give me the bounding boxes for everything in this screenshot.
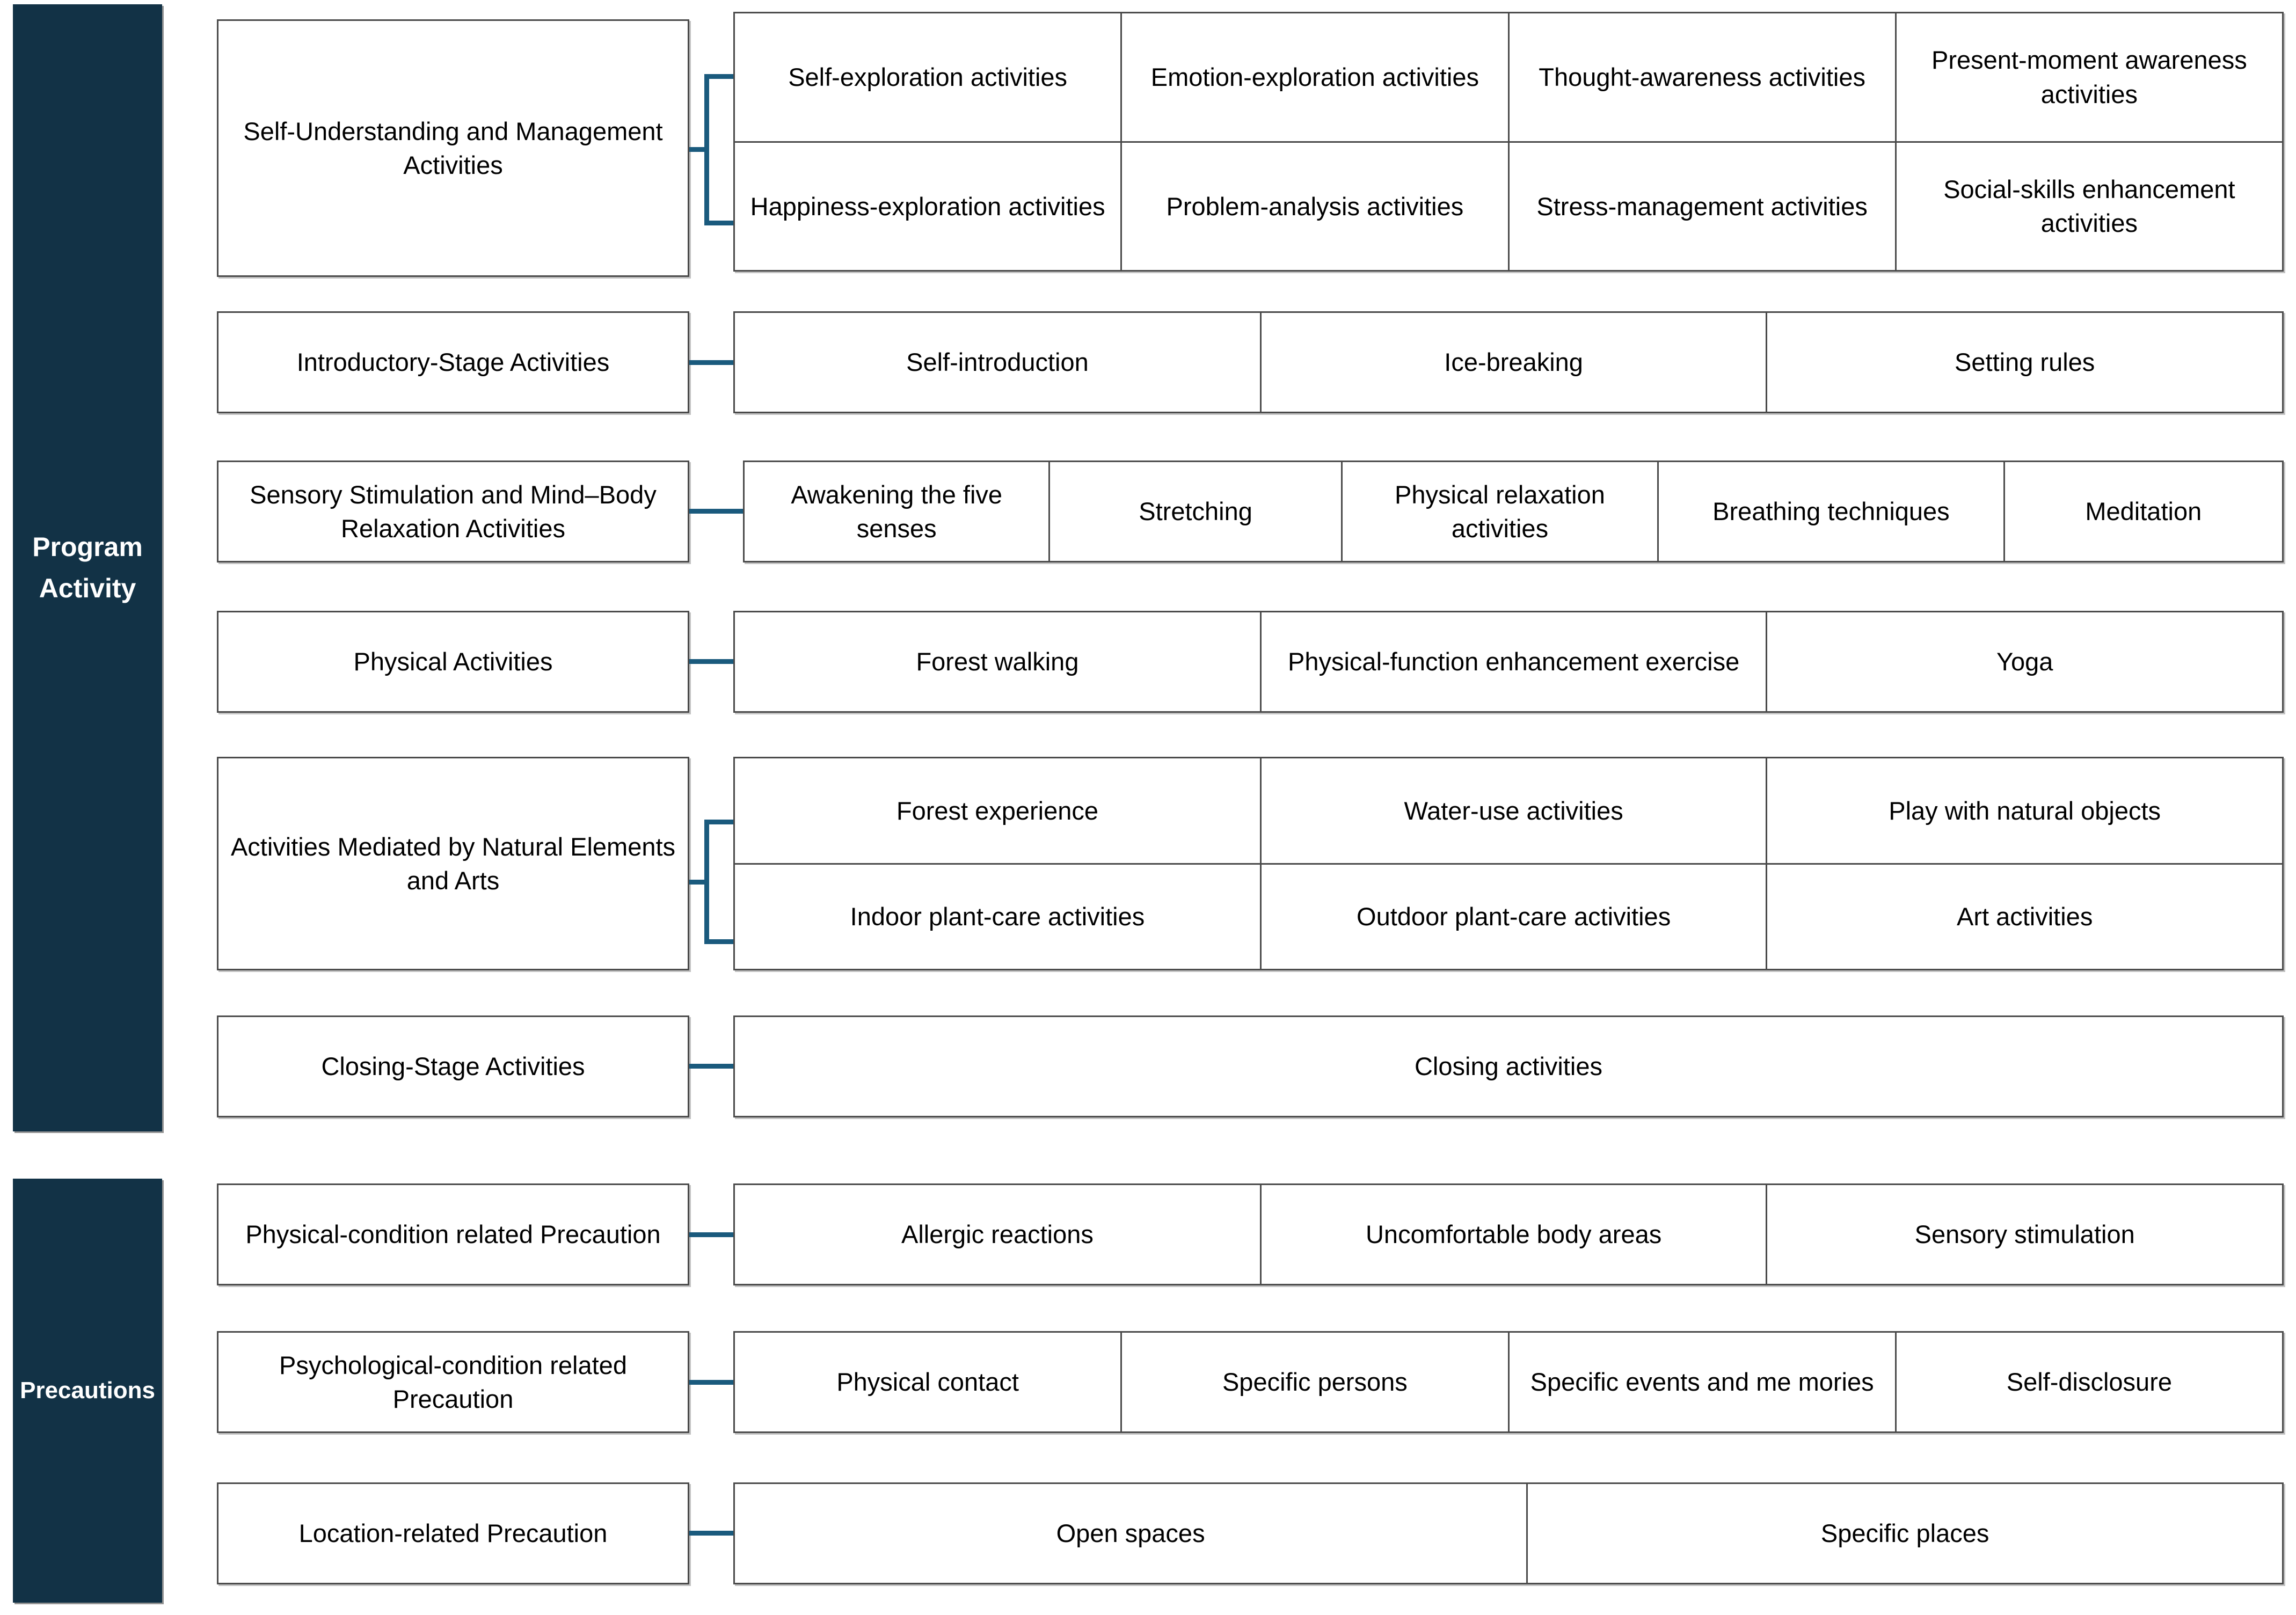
parent-box-introductory-stage[interactable]: Introductory-Stage Activities [217, 311, 689, 413]
children-grid-introductory-stage: Self-introduction Ice-breaking Setting r… [733, 311, 2284, 413]
parent-box-closing-stage[interactable]: Closing-Stage Activities [217, 1015, 689, 1117]
child-cell[interactable]: Social-skills enhancement activities [1894, 142, 2282, 270]
child-cell[interactable]: Specific persons [1120, 1333, 1507, 1431]
child-cell[interactable]: Allergic reactions [901, 1220, 1094, 1249]
child-cell[interactable]: Thought-awareness activities [1507, 13, 1895, 141]
connector-stem-self-understanding [689, 147, 708, 152]
children-grid-physical-activities: Forest walking Physical-function enhance… [733, 611, 2284, 713]
child-cell[interactable]: Self-disclosure [1894, 1333, 2282, 1431]
child-cell[interactable]: Forest experience [896, 796, 1099, 825]
child-cell[interactable]: Closing activities [1414, 1052, 1603, 1081]
child-cell[interactable]: Happiness-exploration activities [750, 192, 1105, 221]
child-cell[interactable]: Forest walking [916, 647, 1079, 676]
child-cell[interactable]: Stress-management activities [1507, 142, 1895, 270]
children-grid-psychological-condition-precaution: Physical contact Specific persons Specif… [733, 1331, 2284, 1433]
child-cell[interactable]: Outdoor plant-care activities [1259, 864, 1766, 969]
parent-box-natural-elements-arts[interactable]: Activities Mediated by Natural Elements … [217, 757, 689, 970]
children-grid-location-precaution: Open spaces Specific places [733, 1482, 2284, 1584]
child-cell[interactable]: Problem-analysis activities [1120, 142, 1507, 270]
parent-box-location-precaution[interactable]: Location-related Precaution [217, 1482, 689, 1584]
child-cell[interactable]: Meditation [2003, 462, 2282, 561]
children-grid-closing-stage: Closing activities [733, 1015, 2284, 1117]
children-grid-self-understanding: Self-exploration activities Emotion-expl… [733, 12, 2284, 272]
child-cell[interactable]: Yoga [1766, 612, 2282, 711]
child-cell[interactable]: Water-use activities [1259, 758, 1766, 863]
connector-stem-natural-elements-arts [689, 880, 708, 885]
parent-label: Activities Mediated by Natural Elements … [230, 832, 676, 895]
section-label-line2: Activity [39, 573, 136, 603]
child-cell[interactable]: Self-exploration activities [788, 63, 1068, 92]
child-cell[interactable]: Self-introduction [906, 348, 1089, 377]
child-cell[interactable]: Open spaces [1056, 1519, 1205, 1548]
child-cell[interactable]: Awakening the five senses [791, 480, 1003, 543]
parent-box-physical-condition-precaution[interactable]: Physical-condition related Precaution [217, 1183, 689, 1285]
connector-location-precaution [689, 1531, 733, 1536]
child-cell[interactable]: Specific events and me mories [1507, 1333, 1895, 1431]
children-grid-natural-elements-arts: Forest experience Water-use activities P… [733, 757, 2284, 970]
children-grid-sensory-stimulation: Awakening the five senses Stretching Phy… [743, 461, 2284, 562]
child-cell[interactable]: Play with natural objects [1766, 758, 2282, 863]
child-cell[interactable]: Emotion-exploration activities [1120, 13, 1507, 141]
child-cell[interactable]: Art activities [1766, 864, 2282, 969]
parent-box-physical-activities[interactable]: Physical Activities [217, 611, 689, 713]
parent-label: Physical Activities [353, 647, 553, 676]
parent-box-sensory-stimulation[interactable]: Sensory Stimulation and Mind–Body Relaxa… [217, 461, 689, 562]
connector-introductory-stage [689, 360, 733, 365]
connector-bracket-self-understanding [704, 74, 738, 225]
child-cell[interactable]: Physical contact [836, 1368, 1019, 1397]
section-rail-program-activity: Program Activity [13, 4, 162, 1131]
child-cell[interactable]: Specific places [1526, 1484, 2282, 1583]
child-cell[interactable]: Stretching [1048, 462, 1340, 561]
connector-psychological-condition-precaution [689, 1380, 733, 1385]
connector-bracket-natural-elements-arts [704, 820, 738, 944]
section-rail-precautions: Precautions [13, 1179, 162, 1603]
child-cell[interactable]: Ice-breaking [1259, 313, 1766, 412]
section-label-line1: Program [32, 531, 143, 562]
parent-label: Location-related Precaution [298, 1519, 608, 1548]
parent-label: Self-Understanding and Management Activi… [243, 116, 663, 179]
parent-box-psychological-condition-precaution[interactable]: Psychological-condition related Precauti… [217, 1331, 689, 1433]
children-grid-physical-condition-precaution: Allergic reactions Uncomfortable body ar… [733, 1183, 2284, 1285]
connector-sensory-stimulation [689, 509, 743, 514]
section-label-line1: Precautions [20, 1377, 155, 1404]
parent-label: Introductory-Stage Activities [296, 348, 610, 377]
child-cell[interactable]: Setting rules [1766, 313, 2282, 412]
parent-label: Closing-Stage Activities [321, 1052, 585, 1081]
parent-label: Psychological-condition related Precauti… [279, 1350, 627, 1413]
connector-closing-stage [689, 1064, 733, 1069]
child-cell[interactable]: Physical-function enhancement exercise [1259, 612, 1766, 711]
parent-label: Sensory Stimulation and Mind–Body Relaxa… [250, 480, 657, 543]
child-cell[interactable]: Breathing techniques [1657, 462, 2003, 561]
connector-physical-activities [689, 659, 733, 664]
parent-box-self-understanding[interactable]: Self-Understanding and Management Activi… [217, 19, 689, 277]
child-cell[interactable]: Uncomfortable body areas [1259, 1185, 1766, 1284]
child-cell[interactable]: Physical relaxation activities [1340, 462, 1657, 561]
child-cell[interactable]: Present-moment awareness activities [1894, 13, 2282, 141]
parent-label: Physical-condition related Precaution [245, 1220, 661, 1249]
child-cell[interactable]: Indoor plant-care activities [850, 902, 1145, 931]
connector-physical-condition-precaution [689, 1232, 733, 1237]
child-cell[interactable]: Sensory stimulation [1766, 1185, 2282, 1284]
